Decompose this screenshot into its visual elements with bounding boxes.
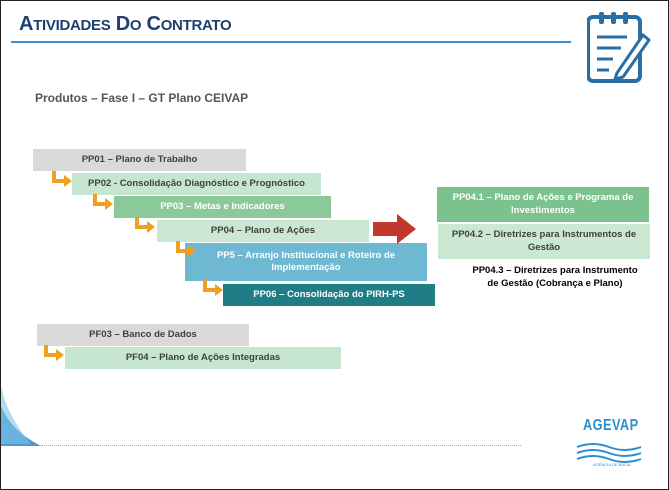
pp02-box: PP02 - Consolidação Diagnóstico e Prognó… [72, 173, 321, 195]
pp04-3-box: PP04.3 – Diretrizes para Instrumento de … [462, 260, 648, 295]
elbow-arrow-icon [176, 241, 196, 257]
title-divider [11, 41, 571, 43]
footer-divider [41, 445, 521, 446]
pp03-label: PP03 – Metas e Indicadores [160, 200, 285, 212]
pp05-label: PP5 – Arranjo Institucional e Roteiro de… [216, 249, 396, 273]
pp04-1-label: PP04.1 – Plano de Ações e Programa de In… [452, 192, 634, 216]
pp06-box: PP06 – Consolidação do PIRH-PS [223, 284, 435, 306]
pp02-label: PP02 - Consolidação Diagnóstico e Prognó… [88, 177, 305, 189]
elbow-arrow-icon [52, 171, 72, 187]
logo-waves [576, 443, 642, 463]
agevap-logo: AGEVAP [583, 417, 639, 434]
elbow-arrow-icon [135, 217, 155, 233]
pp01-box: PP01 – Plano de Trabalho [33, 149, 246, 171]
pp04-3-label: PP04.3 – Diretrizes para Instrumento de … [472, 265, 638, 289]
subtitle: Produtos – Fase I – GT Plano CEIVAP [35, 91, 249, 105]
pp01-label: PP01 – Plano de Trabalho [81, 153, 198, 165]
pf03-box: PF03 – Banco de Dados [37, 324, 249, 346]
right-arrow-icon [373, 214, 416, 244]
pp04-box: PP04 – Plano de Ações [157, 220, 369, 242]
pp04-2-box: PP04.2 – Diretrizes para Instrumentos de… [438, 224, 650, 259]
logo-tagline: AGÊNCIA DE BACIA [593, 462, 631, 467]
title-text: ATIVIDADES DO CONTRATO [19, 13, 232, 35]
decorative-wave [1, 386, 41, 446]
elbow-arrow-icon [44, 345, 64, 361]
pf03-label: PF03 – Banco de Dados [89, 328, 197, 340]
pf04-box: PF04 – Plano de Ações Integradas [65, 347, 341, 369]
page-title: ATIVIDADES DO CONTRATO [19, 13, 232, 36]
pp04-1-box: PP04.1 – Plano de Ações e Programa de In… [437, 187, 649, 222]
pp05-box: PP5 – Arranjo Institucional e Roteiro de… [185, 243, 427, 281]
elbow-arrow-icon [93, 194, 113, 210]
pf04-label: PF04 – Plano de Ações Integradas [125, 351, 281, 363]
pp04-label: PP04 – Plano de Ações [210, 224, 316, 236]
pp03-box: PP03 – Metas e Indicadores [114, 196, 331, 218]
pp04-2-label: PP04.2 – Diretrizes para Instrumentos de… [451, 229, 637, 253]
elbow-arrow-icon [203, 280, 223, 296]
pp06-label: PP06 – Consolidação do PIRH-PS [253, 288, 405, 300]
document-edit-icon [587, 12, 651, 83]
